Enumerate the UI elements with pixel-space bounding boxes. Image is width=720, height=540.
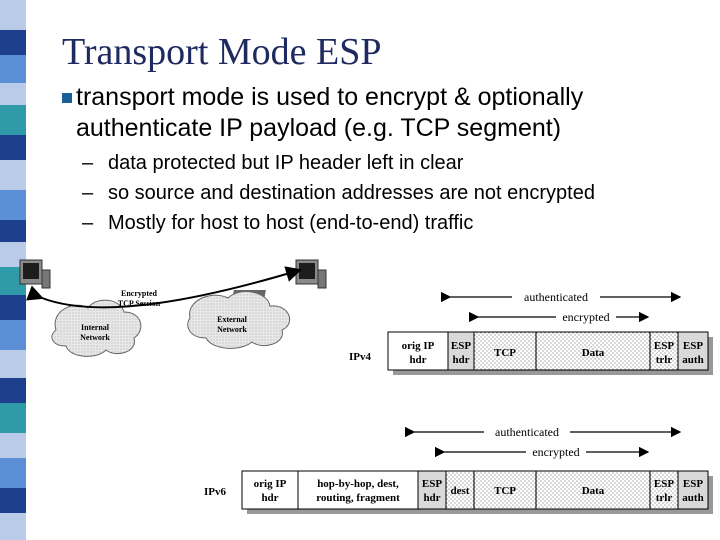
ipv4-esp-auth-field (677, 331, 709, 371)
ipv6-packet (241, 470, 713, 514)
ipv6-field-label: Data (582, 485, 605, 497)
ipv4-field-label: ESP (683, 340, 703, 352)
ipv6-field-label: orig IP (254, 478, 287, 490)
ipv6-esp-hdr-field (417, 470, 447, 510)
ipv4-field-label: auth (682, 354, 703, 366)
ipv4-field-label: ESP (654, 340, 674, 352)
sub-bullet: –so source and destination addresses are… (82, 182, 595, 205)
sub-bullet: –data protected but IP header left in cl… (82, 152, 463, 175)
ipv6-field-label: routing, fragment (316, 492, 400, 504)
dash-marker: – (82, 152, 94, 174)
ipv4-packet (387, 331, 713, 375)
ipv6-field-label: ESP (654, 478, 674, 490)
ipv6-field-label: dest (451, 485, 470, 497)
sub-bullet-text: Mostly for host to host (end-to-end) tra… (108, 212, 474, 234)
ipv6-field-label: hdr (423, 492, 440, 504)
dash-marker: – (82, 212, 94, 234)
ipv6-data-field (535, 470, 651, 510)
ipv6-label: IPv6 (204, 486, 227, 498)
external-network-label: Network (217, 325, 247, 334)
ipv4-encrypted-label: encrypted (562, 310, 609, 324)
ipv4-field-label: TCP (494, 347, 516, 359)
external-network-label: External (217, 315, 248, 324)
tunnel-label: Encrypted (121, 289, 158, 298)
ipv6-field-label: hdr (261, 492, 278, 504)
main-bullet-text: transport mode is used to encrypt & opti… (76, 83, 584, 142)
ipv4-field-label: orig IP (402, 340, 435, 352)
internal-network-label: Network (80, 333, 110, 342)
ipv4-label: IPv4 (349, 351, 372, 363)
ipv4-field-label: trlr (656, 354, 673, 366)
internal-network-label: Internal (81, 323, 110, 332)
ipv6-esp-auth-field (677, 470, 709, 510)
ipv6-tcp-field (473, 470, 537, 510)
ipv4-field-label: Data (582, 347, 605, 359)
encrypted-session-arrow (26, 266, 302, 309)
ipv6-field-label: TCP (494, 485, 516, 497)
ipv6-encrypted-label: encrypted (532, 445, 579, 459)
ipv4-esp-trlr-field (649, 331, 679, 371)
ipv4-esp-hdr-field (447, 331, 475, 371)
ipv6-field-label: hop-by-hop, dest, (317, 478, 399, 490)
decorative-side-stripe (0, 0, 26, 540)
ipv6-field-label: trlr (656, 492, 673, 504)
ipv6-authenticated-label: authenticated (495, 425, 559, 439)
left-computer-icon (19, 259, 51, 289)
tunnel-label: TCP Session (118, 299, 161, 308)
ipv6-field-label: ESP (422, 478, 442, 490)
ipv6-esp-trlr-field (649, 470, 679, 510)
internal-network-cloud (51, 299, 142, 357)
ipv6-field-label: auth (682, 492, 703, 504)
sub-bullet-text: so source and destination addresses are … (108, 182, 595, 204)
sub-bullet: –Mostly for host to host (end-to-end) tr… (82, 212, 473, 235)
ipv4-field-label: hdr (452, 354, 469, 366)
ipv6-field-label: ESP (683, 478, 703, 490)
ipv4-authenticated-label: authenticated (524, 290, 588, 304)
sub-bullet-text: data protected but IP header left in cle… (108, 152, 464, 174)
ipv4-tcp-field (473, 331, 537, 371)
dash-marker: – (82, 182, 94, 204)
ipv4-field-label: ESP (451, 340, 471, 352)
ipv4-field-label: hdr (409, 354, 426, 366)
slide-title: Transport Mode ESP (62, 31, 382, 73)
bullet-square-icon (62, 93, 72, 103)
